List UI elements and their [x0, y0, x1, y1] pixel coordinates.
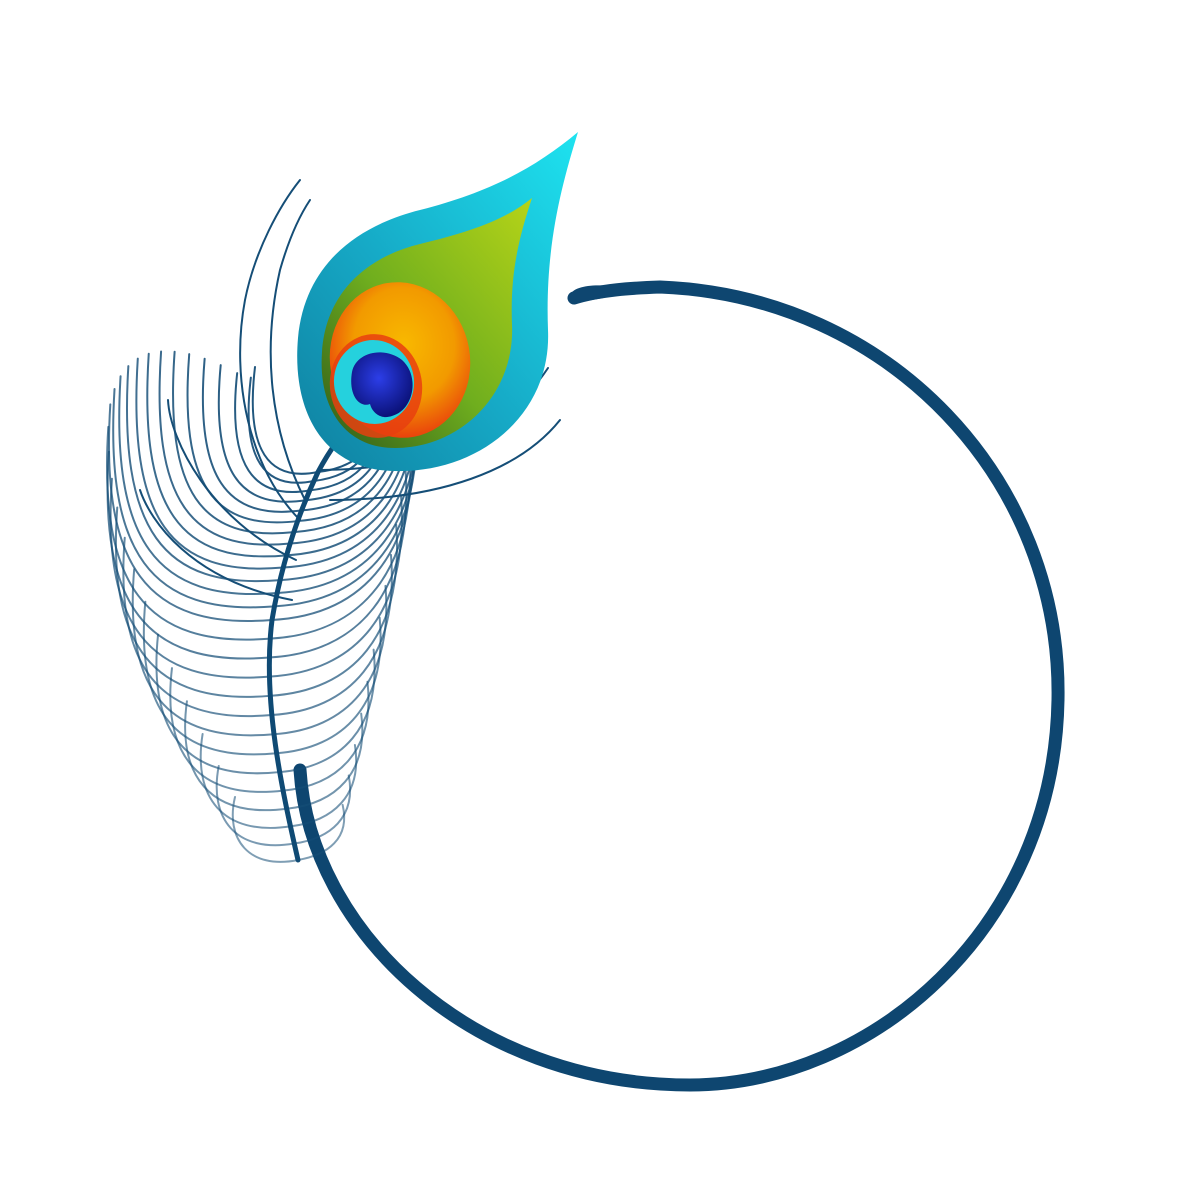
feather-shaft [266, 423, 355, 863]
feather-barb-left [135, 357, 285, 570]
feather-wisp [239, 179, 301, 521]
feather-barb-right [275, 616, 382, 755]
feather-barb-left [122, 536, 273, 718]
circle-frame-stroke [293, 280, 1065, 1092]
feather-barb-left [118, 375, 279, 595]
feather-barb-right [272, 584, 388, 736]
feather-barb-left [201, 357, 303, 513]
feather-wisp [329, 419, 561, 501]
feather-barb-left [172, 350, 295, 535]
feather-barb-left [155, 633, 281, 775]
feather-barb-left [114, 506, 272, 698]
feather-wisp [269, 199, 311, 501]
feather-eye-blue-core [351, 352, 413, 418]
feather-wisp [139, 489, 293, 601]
feather-barb-left [106, 450, 271, 660]
feather-barb-right [285, 712, 364, 810]
feather-wisp [167, 399, 297, 561]
feather-barb-right [282, 680, 370, 792]
circle-frame [293, 280, 1065, 1092]
circle-frame-start-blob [570, 285, 612, 301]
feather-barb-left [158, 350, 292, 546]
feather-barb-left [131, 568, 275, 737]
feather-barb-left [251, 366, 319, 475]
feather-barbs [106, 179, 561, 863]
feather-barb-left [199, 733, 292, 829]
feather-barb-left [106, 425, 272, 641]
feather-eye [297, 132, 578, 472]
feather-barb-left [217, 364, 307, 503]
feather-barb-left [109, 477, 271, 679]
feather-barb-left [146, 352, 288, 558]
feather-barb-left [108, 403, 273, 622]
feather-barb-left [112, 388, 276, 609]
feather-barb-left [184, 700, 288, 812]
feather-barb-left [126, 365, 282, 583]
feather-barb-left [234, 372, 311, 493]
feather-barb-right [278, 648, 376, 774]
feather-barb-left [231, 796, 299, 863]
feather-barb-right [289, 744, 358, 828]
feather-barb-left [169, 667, 285, 793]
